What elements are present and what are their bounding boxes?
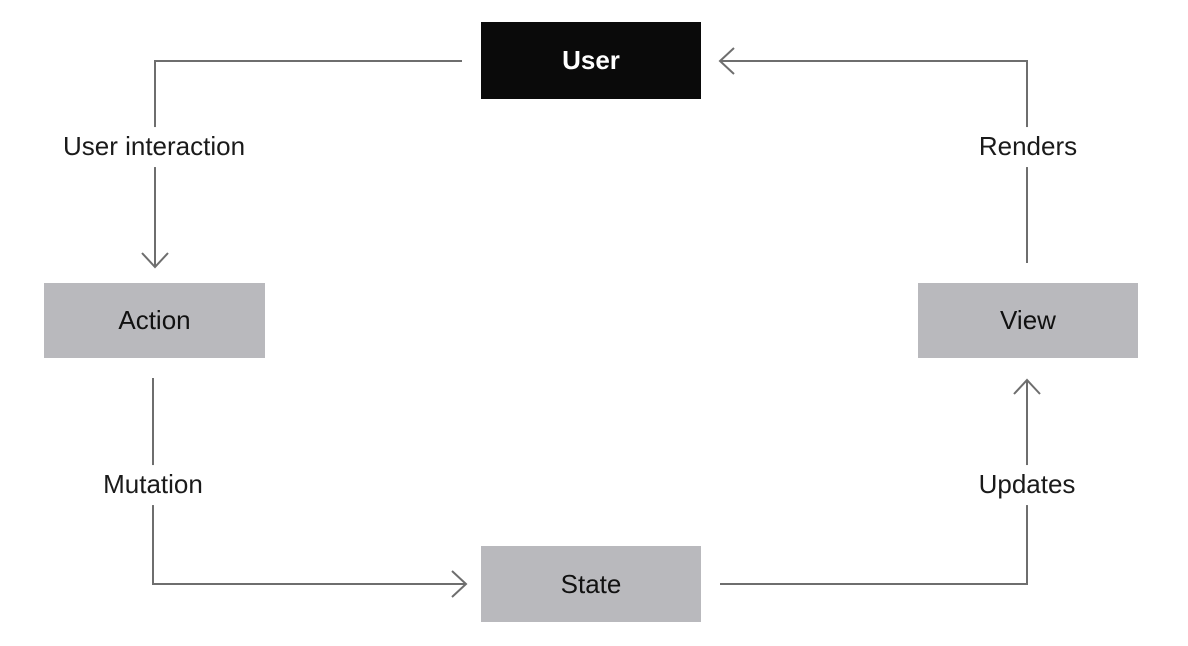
edge-user-to-action-arrowhead-down-icon <box>141 252 169 269</box>
edge-state-to-view-arrowhead-up-icon <box>1013 378 1041 395</box>
edge-user-to-action-line <box>154 60 462 266</box>
node-state: State <box>481 546 701 622</box>
edge-action-to-state-arrowhead-right-icon <box>451 570 468 598</box>
node-view-label: View <box>1000 305 1056 335</box>
edge-state-to-view-line <box>720 381 1028 585</box>
node-action-label: Action <box>118 305 191 335</box>
edge-action-to-state-line <box>152 378 465 585</box>
node-state-label: State <box>560 568 622 599</box>
node-action: Action <box>44 283 265 358</box>
edge-label-user-interaction: User interaction <box>56 127 252 167</box>
edge-label-mutation: Mutation <box>97 465 209 505</box>
edge-view-to-user-arrowhead-left-icon <box>718 47 735 75</box>
node-user: User <box>481 22 701 99</box>
node-user-label: User <box>562 45 620 75</box>
edge-view-to-user-line <box>721 60 1028 263</box>
node-view: View <box>918 283 1138 358</box>
edge-label-renders: Renders <box>972 127 1084 167</box>
edge-label-updates: Updates <box>972 465 1082 505</box>
